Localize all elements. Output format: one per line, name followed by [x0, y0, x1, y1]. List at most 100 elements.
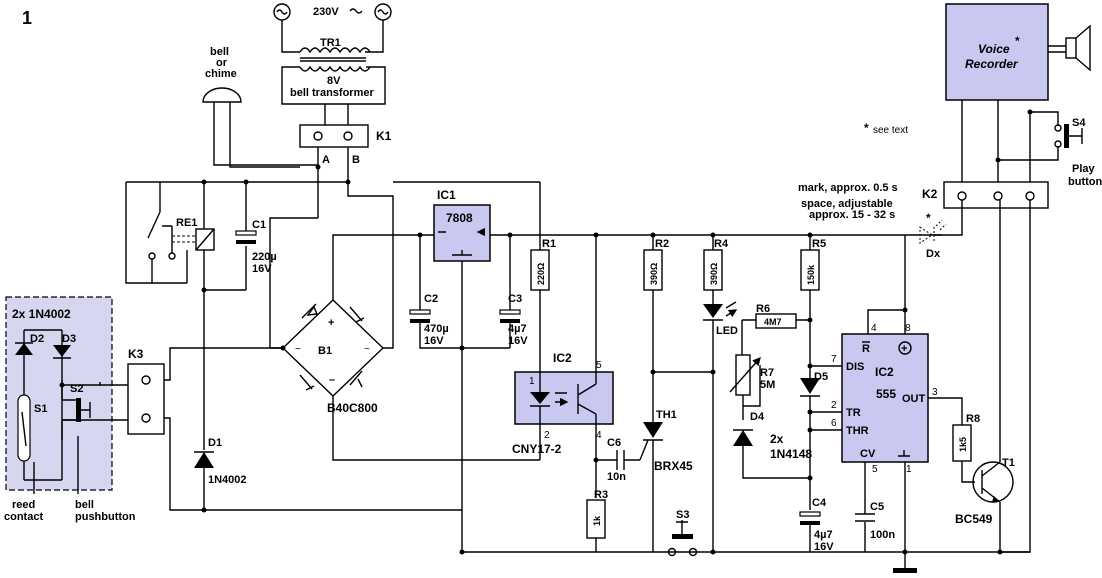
b1-part: B40C800 — [327, 401, 378, 415]
diode-d1: D1 1N4002 — [194, 290, 247, 510]
d5-ref: D5 — [814, 371, 828, 383]
push-l2: pushbutton — [75, 511, 136, 523]
d45-part: 1N4148 — [770, 447, 812, 461]
pushbutton-s4: S4 Play button — [1030, 111, 1102, 188]
s4-l1: Play — [1072, 163, 1096, 175]
thyristor-th1: TH1 BRX45 — [639, 409, 693, 518]
dx-ref: Dx — [926, 248, 941, 260]
t1-part: BC549 — [955, 512, 993, 526]
timer-rst: R — [862, 343, 870, 355]
re1-ref: RE1 — [176, 217, 197, 229]
tr1-ref: TR1 — [320, 37, 341, 49]
timer-p8: 8 — [905, 323, 911, 334]
capacitor-c5: C5 100n — [855, 462, 895, 552]
r2-ref: R2 — [655, 238, 669, 250]
timer-out: OUT — [902, 393, 926, 405]
connector-k3: K3 — [127, 347, 462, 511]
r1-val: 220Ω — [536, 263, 546, 285]
diode-d4: D4 — [733, 411, 810, 479]
led-label: LED — [716, 325, 738, 337]
svg-text:~: ~ — [295, 344, 301, 355]
c2-v1: 470µ — [424, 323, 449, 335]
push-l1: bell — [75, 499, 94, 511]
c4-ref: C4 — [812, 497, 827, 509]
resistor-r8: R8 1k5 — [952, 413, 980, 483]
bell-l1: bell — [210, 46, 229, 58]
c6-ref: C6 — [607, 437, 621, 449]
timer-ref: IC2 — [875, 365, 894, 379]
relay-re1: RE1 — [172, 182, 215, 290]
r7-val: 5M — [760, 379, 775, 391]
voice-recorder-module: Voice Recorder * — [945, 3, 1091, 101]
timer-ic2-555: IC2 555 R + DIS TR THR OUT CV 4 8 7 2 6 … — [831, 309, 963, 573]
recorder-l2: Recorder — [965, 57, 1019, 71]
connector-k1: K1 A B — [299, 124, 392, 218]
k1-b: B — [352, 154, 360, 166]
r5-val: 150k — [806, 264, 816, 285]
c2-v2: 16V — [424, 335, 444, 347]
k2-ref: K2 — [922, 187, 938, 201]
c1-ref: C1 — [252, 219, 266, 231]
c6-val: 10n — [607, 471, 626, 483]
opto-p4: 4 — [596, 430, 602, 441]
resistor-r4: R4 390Ω — [703, 235, 729, 304]
opto-part: CNY17-2 — [512, 442, 562, 456]
d45-count: 2x — [770, 432, 784, 446]
r3-ref: R3 — [594, 489, 608, 501]
timer-p4: 4 — [871, 323, 877, 334]
th1-part: BRX45 — [654, 459, 693, 473]
timer-p5: 5 — [872, 464, 878, 475]
k1-ref: K1 — [376, 129, 392, 143]
r2-val: 390Ω — [649, 263, 659, 285]
b1-minus: – — [329, 374, 335, 386]
bell-l2: or — [216, 57, 228, 69]
b1-plus: + — [328, 317, 334, 329]
opto-p1: 1 — [529, 376, 535, 387]
s4-ref: S4 — [1072, 117, 1086, 129]
r8-ref: R8 — [966, 413, 980, 425]
timer-tr: TR — [846, 407, 861, 419]
resistor-r2: R2 390Ω — [643, 235, 713, 422]
figure-number: 1 — [22, 8, 32, 28]
resistor-r6: R6 4M7 — [741, 303, 810, 355]
tr1-voltage: 8V — [327, 75, 341, 87]
timer-dis: DIS — [846, 361, 864, 373]
timer-cv: CV — [860, 448, 876, 460]
optocoupler-ic2: IC2 1 2 5 4 CNY17-2 — [512, 235, 614, 498]
r4-val: 390Ω — [709, 263, 719, 285]
timing-l2: space, adjustable — [801, 198, 893, 210]
c3-v2: 16V — [508, 335, 528, 347]
d3-ref: D3 — [62, 333, 76, 345]
reed-l2: contact — [4, 511, 43, 523]
led: LED — [703, 301, 738, 552]
k3-ref: K3 — [128, 347, 144, 361]
c5-val: 100n — [870, 529, 895, 541]
capacitor-c2: C2 470µ 16V — [409, 235, 510, 349]
r8-val: 1k5 — [958, 437, 968, 452]
c1-v2: 16V — [252, 263, 272, 275]
capacitor-c6: C6 10n — [596, 437, 640, 483]
r7-ref: R7 — [760, 367, 774, 379]
timer-p3: 3 — [932, 387, 938, 398]
s2-ref: S2 — [70, 383, 83, 395]
svg-text:+: + — [901, 343, 907, 355]
timer-p7: 7 — [831, 354, 837, 365]
recorder-star: * — [1015, 34, 1020, 48]
dx-star: * — [926, 211, 931, 225]
d1-part: 1N4002 — [208, 474, 247, 486]
r6-ref: R6 — [756, 303, 770, 315]
k1-a: A — [322, 154, 330, 166]
capacitor-c3: C3 4µ7 16V — [499, 235, 528, 348]
capacitor-c1: C1 220µ 16V — [235, 182, 277, 290]
recorder-l1: Voice — [978, 42, 1010, 56]
timer-thr: THR — [846, 425, 869, 437]
opto-p5: 5 — [596, 360, 602, 371]
ic1-part: 7808 — [446, 211, 473, 225]
bell-symbol: bell or chime — [202, 46, 318, 168]
r6-val: 4M7 — [764, 317, 782, 327]
c4-v2: 16V — [814, 541, 834, 553]
c3-ref: C3 — [508, 293, 522, 305]
capacitor-c4: C4 4µ7 16V — [799, 497, 834, 553]
potentiometer-r7: R7 5M — [729, 354, 775, 420]
